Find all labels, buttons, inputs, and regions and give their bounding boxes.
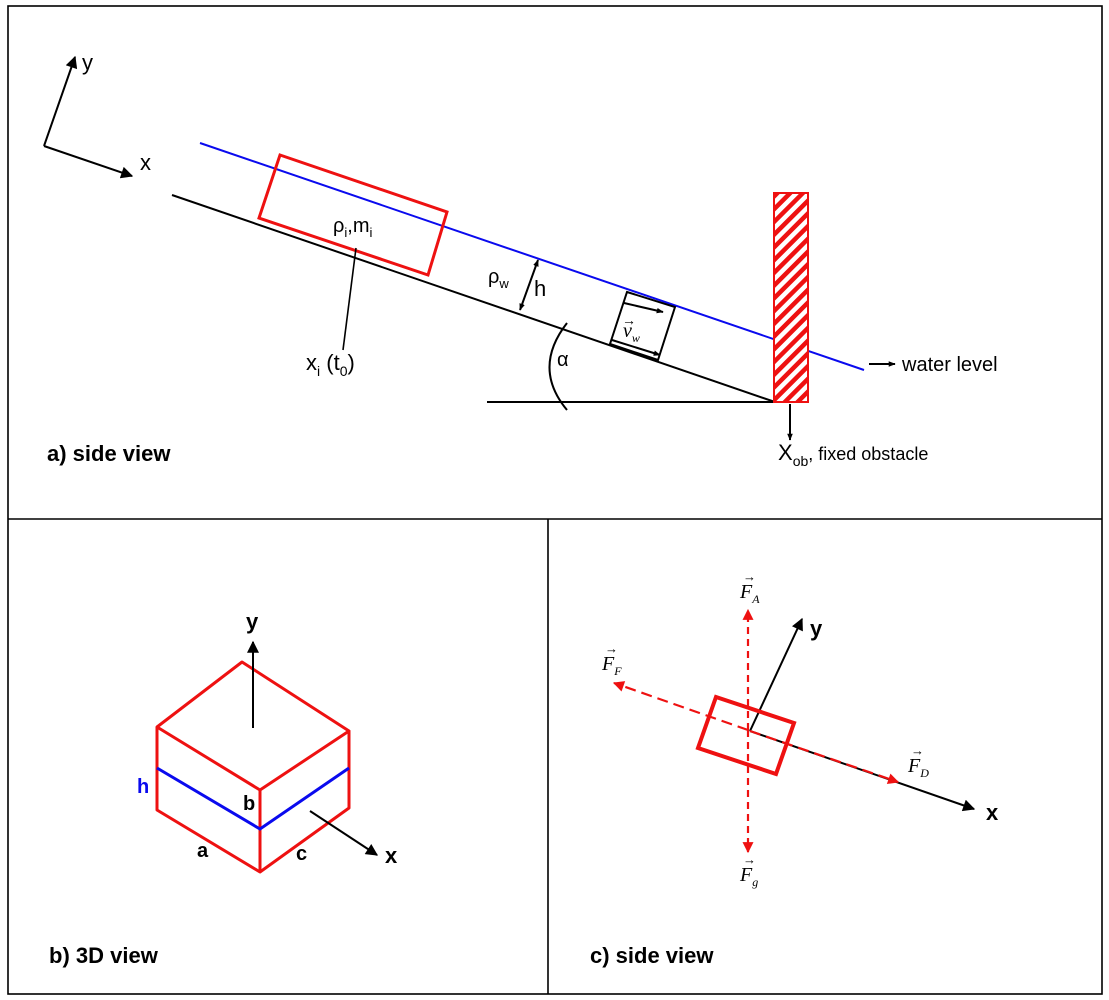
ice-floe-properties-label: ρi,mi [333,215,373,240]
svg-text:→: → [605,641,618,656]
cube-width-label: c [296,843,307,865]
cube-axis-x-arrow [309,810,379,856]
cube-height-label: b [243,793,255,815]
panel-a-side-view: y x ρi,mi xi (t0) ρw h vw → α Xob, fixed… [43,50,998,469]
panel-a-caption: a) side view [47,441,171,466]
slope-angle-arc [548,322,568,411]
velocity-arrow-top [623,302,664,314]
drag-force-label: → FD [907,743,929,780]
svg-text:Fg: Fg [739,864,758,889]
svg-text:FF: FF [601,653,622,678]
panel-b-3d-view: y x h b a c b) 3D view [49,609,398,968]
friction-force-label: → FF [601,641,622,678]
svg-text:FD: FD [907,755,929,780]
ice-floe [257,153,449,277]
svg-text:→: → [911,743,924,758]
friction-force-arrow [612,681,749,732]
initial-position-label: xi (t0) [306,350,355,379]
panel-b-caption: b) 3D view [49,943,159,968]
position-leader-line [342,247,357,351]
cube-waterline [156,766,350,831]
force-axis-x-label: x [986,800,999,825]
obstacle-position-label: Xob, fixed obstacle [778,440,928,469]
cube-length-label: a [197,840,209,862]
cube-axis-x-label: x [385,843,398,868]
axis-x-label: x [140,150,151,175]
fixed-obstacle [773,192,809,403]
slope-angle-label: α [557,349,569,371]
velocity-box [608,290,677,362]
panel-frames [7,5,1103,995]
svg-text:→: → [743,569,756,584]
velocity-vector-arrow: → [622,314,636,329]
outer-frame [7,5,1103,995]
water-density-label: ρw [488,266,509,291]
axis-y-label: y [82,50,93,75]
ice-floe-body [695,694,797,777]
ice-block-cube [155,660,351,874]
drag-force-arrow [749,729,900,784]
force-axis-y-arrow [749,617,803,732]
velocity-arrow-bottom [611,339,661,356]
axis-y-arrow [43,55,78,147]
cube-draft-label: h [137,776,149,798]
depth-label: h [534,276,546,301]
bed-slope-line [171,194,776,403]
svg-text:FA: FA [739,581,760,606]
water-level-label: water level [901,354,998,376]
svg-text:→: → [743,852,756,867]
water-surface-line [199,142,865,371]
velocity-label: vw [623,320,640,345]
cube-axis-y-label: y [246,609,259,634]
panel-c-side-view: x y → FA → FF → FD → Fg [590,569,999,968]
buoyancy-force-label: → FA [739,569,760,606]
axis-x-arrow [43,145,134,179]
gravity-force-label: → Fg [739,852,758,889]
panel-c-caption: c) side view [590,943,714,968]
depth-arrow [519,259,539,311]
force-axis-y-label: y [810,616,823,641]
